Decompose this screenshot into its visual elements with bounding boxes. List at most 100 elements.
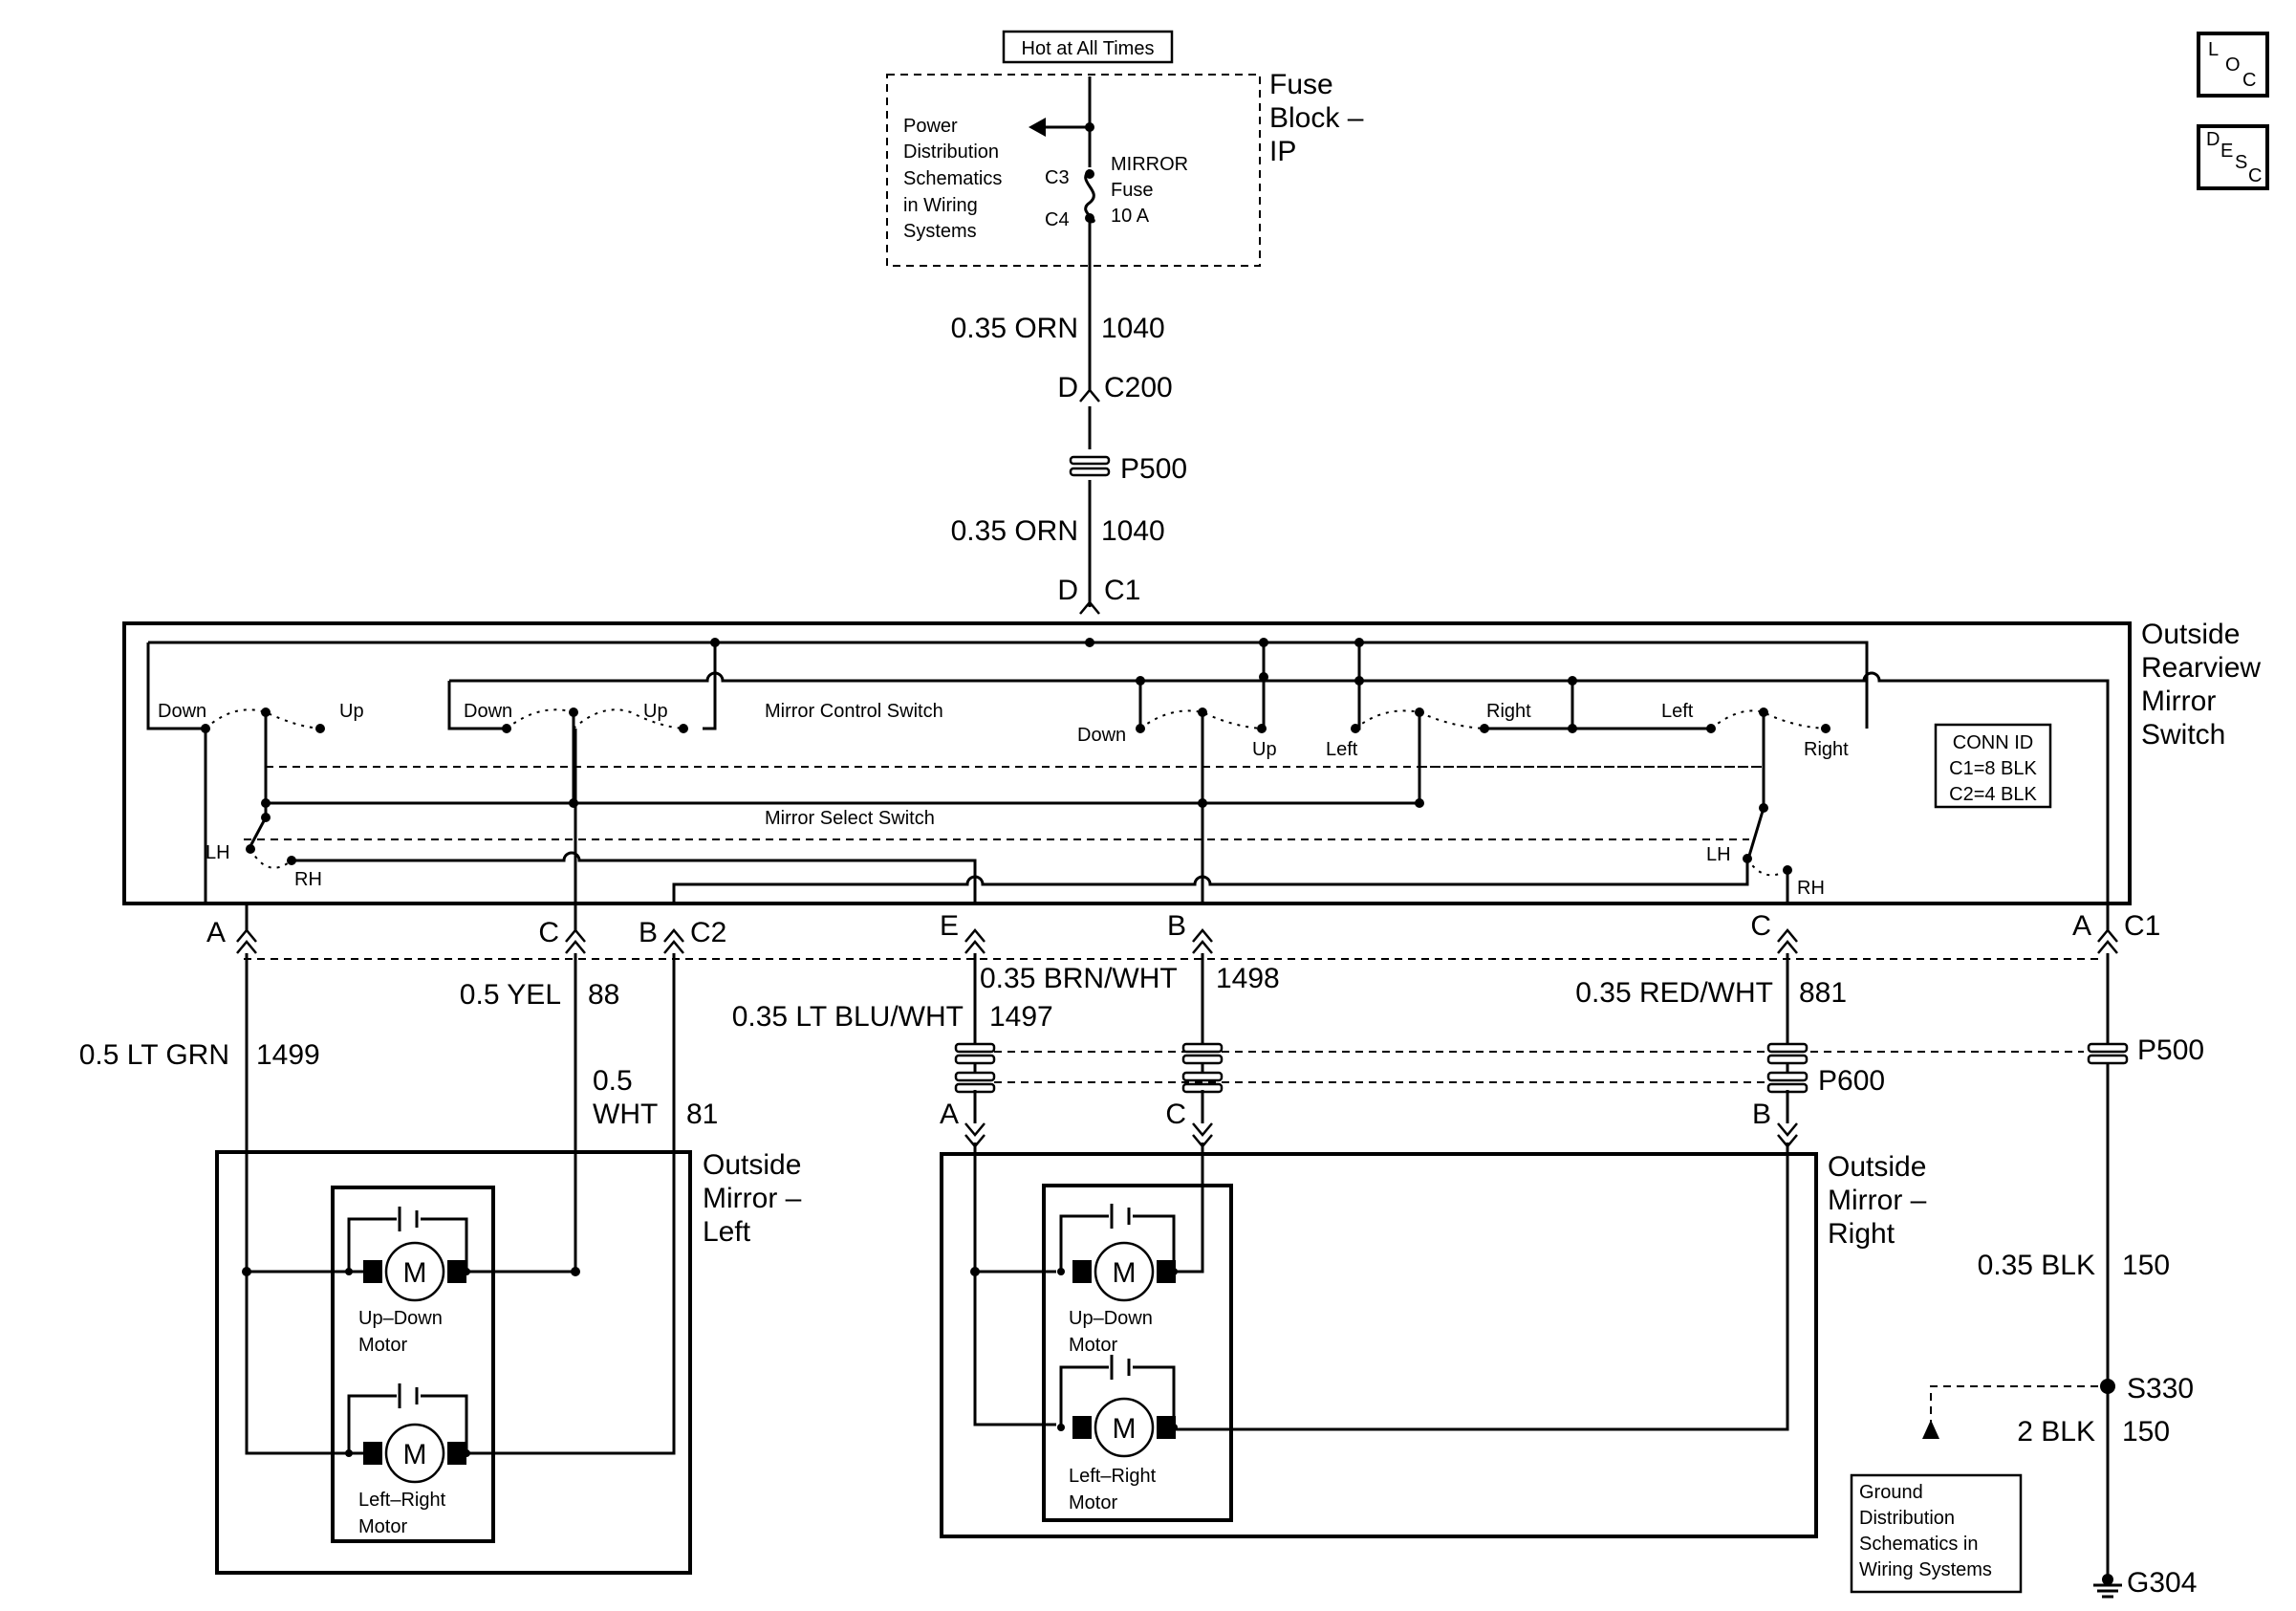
connector-c1-icon (1079, 600, 1100, 615)
motor-icon: M (1057, 1204, 1178, 1302)
switch-title-line: Rearview (2141, 652, 2261, 684)
loc-letter: C (2242, 70, 2256, 91)
connector-c1-label: C1 (1104, 575, 1140, 606)
conn-id-line: CONN ID (1953, 732, 2033, 753)
wire-color-label: 0.5 LT GRN (79, 1039, 229, 1071)
fuse-block-boundary (886, 74, 1261, 267)
rh-label: RH (294, 869, 322, 890)
desc-letter: C (2248, 165, 2262, 186)
power-ref-line: Schematics (903, 168, 1002, 189)
wire-color-label: 0.35 ORN (951, 515, 1078, 547)
pin-label: C (1165, 1099, 1186, 1130)
loc-letter: O (2225, 54, 2241, 76)
pin-label: B (639, 917, 658, 948)
motor-label: Motor (1069, 1492, 1117, 1513)
mirror-left-title-line: Left (703, 1216, 751, 1248)
motor-label: Motor (358, 1335, 407, 1356)
desc-letter: D (2206, 129, 2220, 150)
mirror-select-switch-label: Mirror Select Switch (765, 808, 935, 829)
junction-dot (1085, 213, 1094, 223)
pin-label: B (1167, 910, 1186, 942)
connector-c2-label: C2 (690, 917, 726, 948)
desc-icon[interactable]: D E S C (2197, 124, 2269, 190)
motor-label: Up–Down (358, 1308, 443, 1329)
circuit-number-label: 150 (2122, 1250, 2170, 1281)
motor-symbol: M (1113, 1257, 1137, 1289)
ground-ref-line: Distribution (1859, 1508, 1955, 1529)
pin-label: A (2072, 910, 2091, 942)
mirror-left-wiring (242, 1267, 580, 1455)
conn-id-line: C1=8 BLK (1949, 758, 2037, 779)
ground-g304-label: G304 (2127, 1567, 2197, 1599)
pin-label: E (940, 910, 959, 942)
motor-icon: M (345, 1383, 470, 1484)
circuit-number-label: 81 (686, 1099, 718, 1130)
wire-color-label: 0.35 ORN (951, 313, 1078, 344)
mirror-right-box (940, 1152, 1818, 1538)
down-label: Down (464, 701, 512, 722)
mirror-left-motor-housing (331, 1186, 495, 1543)
mirror-right-title-line: Mirror – (1828, 1185, 1927, 1216)
circuit-number-label: 150 (2122, 1416, 2170, 1448)
p500-label: P500 (1120, 453, 1187, 485)
up-label: Up (339, 701, 364, 722)
ground-ref-line: Ground (1859, 1482, 1923, 1503)
motor-icon: M (345, 1207, 470, 1302)
pin-label: A (206, 917, 226, 948)
motor-label: Motor (358, 1516, 407, 1537)
pin-label: A (940, 1099, 959, 1130)
circuit-number-label: 1499 (256, 1039, 320, 1071)
motor-symbol: M (403, 1257, 427, 1289)
mirror-left-title-line: Mirror – (703, 1183, 802, 1214)
control-switch-contacts (201, 708, 1830, 733)
mirror-left-box (215, 1150, 692, 1575)
ground-distribution-ref[interactable]: Ground Distribution Schematics in Wiring… (1850, 1473, 2023, 1594)
mirror-fuse-label: MIRROR (1111, 154, 1188, 175)
circuit-number-label: 881 (1799, 977, 1847, 1009)
mirror-right-motor-housing (1042, 1184, 1233, 1522)
wire-color-label: 0.35 RED/WHT (1575, 977, 1773, 1009)
mirror-right-title-line: Outside (1828, 1151, 1926, 1183)
fuse-block-title-line: Block – (1269, 102, 1364, 134)
select-switch-wiring (244, 712, 1792, 903)
mirror-left-title-line: Outside (703, 1149, 801, 1181)
motor-label: Motor (1069, 1335, 1117, 1356)
circuit-number-label: 1498 (1216, 963, 1280, 994)
hot-at-all-times-box: Hot at All Times (1002, 30, 1174, 64)
wire-color-label: 0.5 YEL (460, 979, 561, 1011)
mirror-fuse-label: Fuse (1111, 180, 1153, 201)
ground-ref-line: Wiring Systems (1859, 1559, 1992, 1580)
switch-title-line: Mirror (2141, 686, 2216, 717)
mirror-left-title: Outside Mirror – Left (703, 1149, 802, 1248)
fuse-c4-label: C4 (1045, 209, 1070, 230)
power-ref-line: Distribution (903, 142, 999, 163)
power-ref-line: in Wiring (903, 195, 978, 216)
harness-wires (204, 729, 2110, 1582)
circuit-number-label: 1497 (989, 1001, 1053, 1033)
p500-label: P500 (2137, 1034, 2204, 1066)
power-distribution-ref[interactable]: Power Distribution Schematics in Wiring … (903, 116, 1002, 242)
connector-pin-label: D (1057, 575, 1078, 606)
right-label: Right (1804, 739, 1849, 760)
arrow-up-icon (1922, 1420, 1939, 1439)
wire-color-label: 0.5 (593, 1065, 633, 1097)
left-label: Left (1661, 701, 1694, 722)
motor-symbol: M (1113, 1413, 1137, 1445)
ground-ref-dashed (1930, 1385, 2098, 1434)
right-label: Right (1486, 701, 1531, 722)
p600-label: P600 (1818, 1065, 1885, 1097)
down-label: Down (1077, 725, 1126, 746)
inline-connector-p500-icon (1069, 467, 1111, 477)
down-label: Down (158, 701, 206, 722)
mirror-switch-box (122, 621, 2132, 905)
mirror-right-title-line: Right (1828, 1218, 1895, 1250)
lh-label: LH (206, 842, 230, 863)
circuit-number-label: 1040 (1101, 515, 1165, 547)
mirror-right-wiring (970, 1267, 1056, 1276)
motor-label: Left–Right (358, 1490, 446, 1511)
loc-icon[interactable]: L O C (2197, 32, 2269, 98)
power-ref-line: Systems (903, 221, 977, 242)
fuse-block-title-line: IP (1269, 136, 1296, 167)
